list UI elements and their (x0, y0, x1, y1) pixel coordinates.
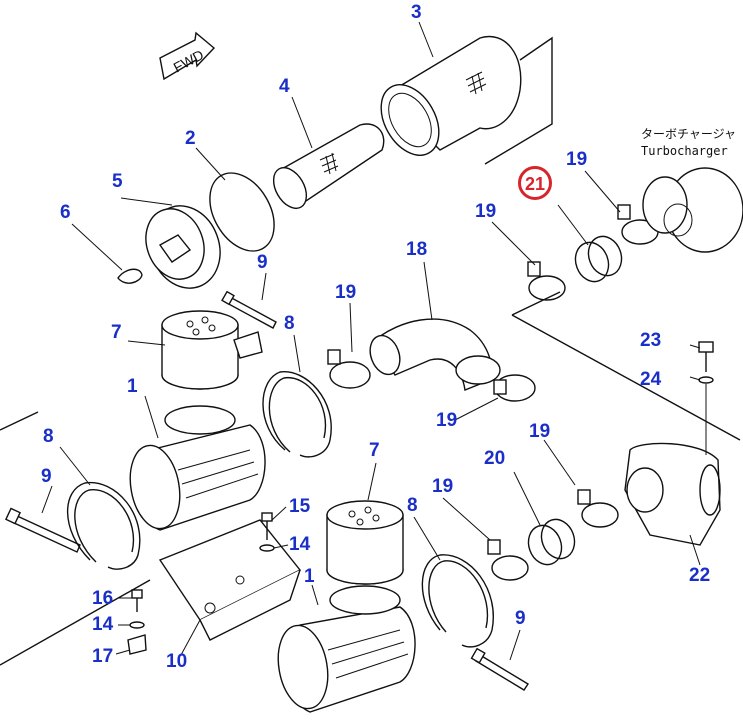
washer-part-14-b (129, 621, 145, 629)
sleeve-part-20 (527, 518, 576, 566)
callout-18[interactable]: 18 (406, 239, 428, 260)
bolt-part-15 (261, 512, 273, 540)
bolt-part-23 (698, 341, 714, 372)
callout-4[interactable]: 4 (279, 76, 290, 97)
hose-clamp-part-19-c (327, 349, 371, 389)
callout-1-a[interactable]: 1 (127, 376, 138, 397)
callout-19-e[interactable]: 19 (529, 421, 551, 442)
callout-20[interactable]: 20 (484, 448, 506, 469)
washer-part-14-a (259, 544, 275, 552)
elbow-part-22 (624, 442, 721, 546)
callout-21-label: 21 (524, 174, 546, 194)
air-cleaner-body-part-1-b (277, 585, 416, 713)
highlighted-callout-21[interactable]: 21 (518, 166, 552, 200)
callout-22[interactable]: 22 (689, 565, 711, 586)
callout-14-b[interactable]: 14 (92, 614, 114, 635)
bolt-part-9-c (470, 647, 529, 691)
callout-16[interactable]: 16 (92, 588, 114, 609)
inner-element-part-4 (272, 123, 385, 209)
hose-clamp-part-19-d (493, 374, 536, 402)
bolt-part-9-b (5, 507, 81, 553)
callout-1-b[interactable]: 1 (304, 566, 315, 587)
callout-8-a[interactable]: 8 (284, 313, 295, 334)
hose-part-18 (369, 318, 501, 391)
callout-9-c[interactable]: 9 (515, 608, 526, 629)
callout-10[interactable]: 10 (166, 651, 188, 672)
band-clamp-part-8-b (66, 481, 141, 570)
callout-8-b[interactable]: 8 (43, 426, 54, 447)
callout-7-a[interactable]: 7 (111, 322, 122, 343)
callout-9-a[interactable]: 9 (257, 252, 268, 273)
callout-24[interactable]: 24 (640, 369, 662, 390)
turbocharger-en-label: Turbocharger (641, 144, 728, 158)
hose-clamp-part-19-f (487, 539, 529, 581)
outer-element-part-3 (380, 35, 553, 165)
fwd-arrow-icon: FWD (159, 31, 216, 81)
callout-19-f[interactable]: 19 (432, 476, 454, 497)
clip-part-17 (127, 634, 147, 655)
cover-part-5 (145, 205, 221, 289)
callout-14-a[interactable]: 14 (289, 534, 311, 555)
callout-17[interactable]: 17 (92, 646, 114, 667)
hose-clamp-part-19-e (577, 489, 619, 528)
precleaner-part-7-b (326, 500, 404, 585)
callout-19-c[interactable]: 19 (335, 282, 357, 303)
callout-19-a[interactable]: 19 (566, 149, 588, 170)
turbocharger-icon (642, 167, 743, 253)
callout-6[interactable]: 6 (60, 202, 71, 223)
band-clamp-part-8-a (262, 371, 332, 458)
callout-9-b[interactable]: 9 (41, 466, 52, 487)
sleeve-part-21 (574, 235, 623, 283)
callout-15[interactable]: 15 (289, 496, 311, 517)
callout-19-d[interactable]: 19 (436, 410, 458, 431)
bolt-part-9-a (221, 290, 277, 329)
bracket-part-10 (158, 519, 302, 641)
hose-clamp-part-19-a (527, 261, 566, 301)
callout-19-b[interactable]: 19 (475, 201, 497, 222)
callout-3[interactable]: 3 (411, 2, 422, 23)
callout-7-b[interactable]: 7 (369, 440, 380, 461)
callout-8-c[interactable]: 8 (407, 495, 418, 516)
turbocharger-jp-label: ターボチャージャ (641, 127, 737, 141)
valve-part-6 (117, 268, 143, 284)
callout-2[interactable]: 2 (185, 128, 196, 149)
callout-5[interactable]: 5 (112, 171, 123, 192)
washer-part-24 (698, 376, 714, 384)
band-clamp-part-8-c (421, 554, 494, 648)
leader-lines (41, 21, 701, 661)
bolt-part-16 (131, 589, 143, 612)
air-cleaner-body-part-1-a (129, 405, 266, 531)
callout-23[interactable]: 23 (640, 330, 662, 351)
precleaner-part-7-a (161, 310, 263, 390)
